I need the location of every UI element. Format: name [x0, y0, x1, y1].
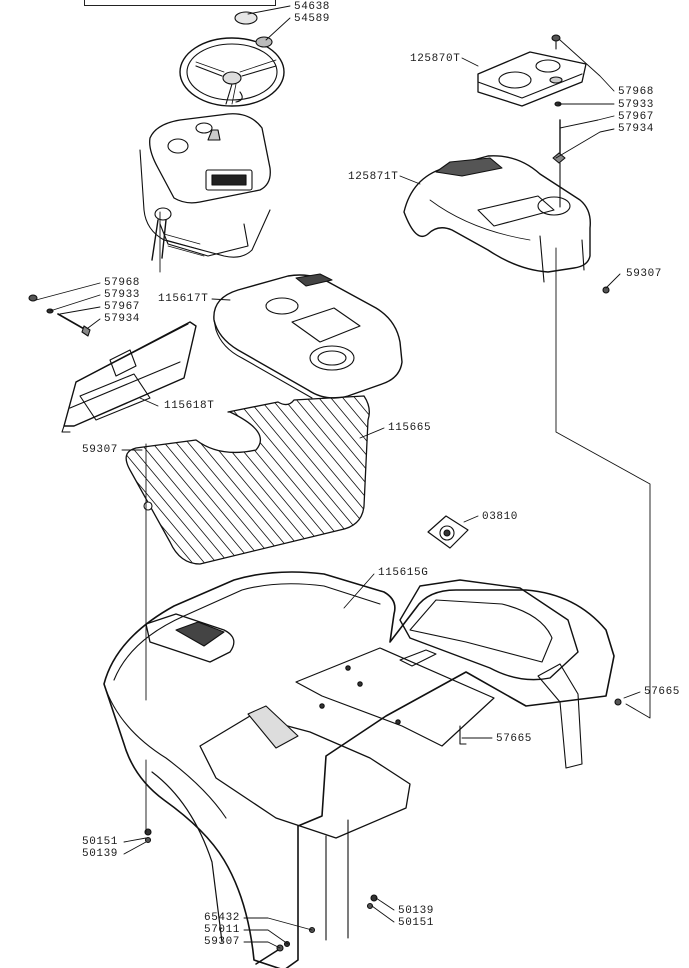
title-frame-tab	[84, 0, 276, 6]
console-115617T	[213, 273, 403, 399]
tray-125870T	[477, 51, 587, 107]
steering-wheel	[179, 11, 285, 107]
part-label-115617T: 115617T	[158, 293, 209, 305]
part-label-57933-top: 57933	[618, 99, 655, 111]
steering-column-housing	[139, 113, 271, 261]
part-label-50139-left: 50139	[82, 848, 119, 860]
part-label-54589: 54589	[294, 13, 331, 25]
part-label-59307-right: 59307	[626, 268, 663, 280]
hardware-stack-top-right	[551, 34, 566, 208]
part-label-57011: 57011	[204, 924, 241, 936]
part-label-115665: 115665	[388, 422, 432, 434]
part-label-65432: 65432	[204, 912, 241, 924]
hardware-lower	[144, 286, 622, 965]
part-label-125870T: 125870T	[410, 53, 461, 65]
part-label-57934-left: 57934	[104, 313, 141, 325]
body-tub-115615G	[103, 571, 615, 968]
part-label-57933-left: 57933	[104, 289, 141, 301]
panel-115618T	[61, 321, 197, 433]
part-label-50151-right: 50151	[398, 917, 435, 929]
part-label-57665-right: 57665	[644, 686, 681, 698]
part-label-03810: 03810	[482, 511, 519, 523]
part-label-59307-bottom: 59307	[204, 936, 241, 948]
part-label-59307-left: 59307	[82, 444, 119, 456]
dash-125871T	[403, 155, 591, 283]
part-label-115615G: 115615G	[378, 567, 429, 579]
part-label-50151-left: 50151	[82, 836, 119, 848]
part-label-57967-top: 57967	[618, 111, 655, 123]
part-label-125871T: 125871T	[348, 171, 399, 183]
assembly-centerlines	[145, 211, 651, 833]
part-label-54638: 54638	[294, 1, 331, 13]
part-label-57968-left: 57968	[104, 277, 141, 289]
part-label-57968-top: 57968	[618, 86, 655, 98]
leader-lines	[35, 5, 641, 949]
part-label-57665-mid: 57665	[496, 733, 533, 745]
decal-03810	[427, 515, 469, 549]
part-label-115618T: 115618T	[164, 400, 215, 412]
part-label-57934-top: 57934	[618, 123, 655, 135]
part-label-50139-right: 50139	[398, 905, 435, 917]
part-label-57967-left: 57967	[104, 301, 141, 313]
hardware-stack-left	[28, 294, 91, 337]
